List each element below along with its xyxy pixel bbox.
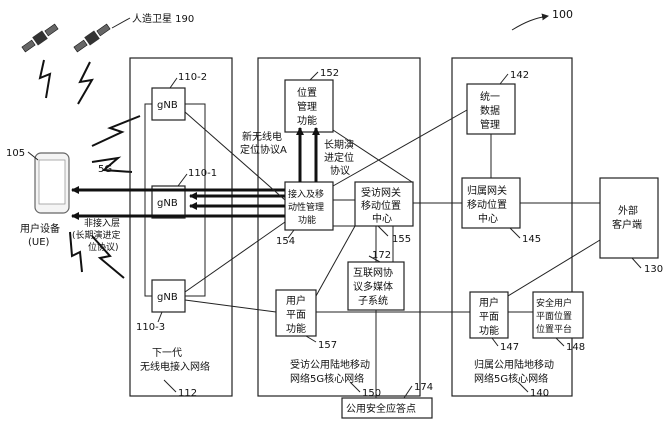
ims-ref: 172 bbox=[372, 250, 391, 261]
amf-ref: 154 bbox=[276, 236, 295, 247]
ims-l2: 议多媒体 bbox=[353, 280, 393, 293]
gnb-ref-1: 110-1 bbox=[188, 168, 217, 179]
upf-home-l2: 平面 bbox=[479, 312, 499, 323]
lte-protocol-label-3: 协议 bbox=[330, 164, 350, 177]
vgmlc-l2: 移动位置 bbox=[361, 199, 401, 212]
home-net-ref: 140 bbox=[530, 388, 549, 399]
nr-protocol-label-1: 新无线电 bbox=[242, 130, 282, 143]
lte-protocol-label-1: 长期演 bbox=[324, 138, 354, 151]
ue-ref: 105 bbox=[6, 148, 25, 159]
satellite-leader bbox=[111, 17, 131, 29]
external-client-l1: 外部 bbox=[618, 204, 638, 217]
slp-l1: 安全用户 bbox=[536, 297, 572, 309]
upf-visited-ref: 157 bbox=[318, 340, 337, 351]
hgmlc-l3: 中心 bbox=[478, 212, 498, 225]
hgmlc-l1: 归属网关 bbox=[467, 184, 507, 197]
satellite-icon bbox=[21, 23, 111, 53]
location-mgmt-box bbox=[284, 79, 334, 133]
wireless-link-icons bbox=[38, 59, 141, 279]
lte-protocol-label-2: 进定位 bbox=[324, 151, 354, 164]
upf-visited-l3: 功能 bbox=[286, 322, 306, 335]
radio-5g-label: 5G bbox=[98, 164, 112, 175]
ran-frame bbox=[129, 57, 233, 397]
figure-ref-arrow bbox=[511, 13, 549, 31]
gnb-ref-3: 110-3 bbox=[136, 322, 165, 333]
gnb-label-3: gNB bbox=[157, 292, 178, 303]
visited-net-ref: 150 bbox=[362, 388, 381, 399]
external-client-ref: 130 bbox=[644, 264, 663, 275]
psap-box bbox=[341, 397, 433, 419]
slp-l2: 平面位置 bbox=[536, 310, 572, 322]
external-client-l2: 客户端 bbox=[612, 218, 642, 231]
upf-home-ref: 147 bbox=[500, 342, 519, 353]
vgmlc-box bbox=[354, 181, 414, 227]
upf-visited-box bbox=[275, 289, 317, 337]
amf-l3: 功能 bbox=[298, 214, 316, 226]
figure-ref: 100 bbox=[552, 8, 573, 21]
gnb-label-1: gNB bbox=[157, 198, 178, 209]
udm-l2: 数据 bbox=[480, 104, 500, 117]
gnb-label-2: gNB bbox=[157, 100, 178, 111]
non-access-label-3: 位协议) bbox=[88, 241, 119, 253]
upf-home-box bbox=[469, 291, 509, 339]
visited-network-frame bbox=[257, 57, 421, 397]
upf-home-l1: 用户 bbox=[479, 296, 499, 309]
hgmlc-ref: 145 bbox=[522, 234, 541, 245]
location-mgmt-ref: 152 bbox=[320, 68, 339, 79]
udm-l1: 统一 bbox=[480, 90, 500, 103]
home-net-label-1: 归属公用陆地移动 bbox=[474, 358, 554, 371]
slp-box bbox=[532, 291, 584, 339]
upf-visited-l2: 平面 bbox=[286, 310, 306, 321]
nr-protocol-label-2: 定位协议A bbox=[240, 143, 287, 156]
hgmlc-box bbox=[461, 177, 521, 229]
ims-l1: 互联网协 bbox=[353, 266, 393, 279]
visited-net-label-2: 网络5G核心网络 bbox=[290, 372, 364, 385]
hgmlc-l2: 移动位置 bbox=[467, 198, 507, 211]
visited-net-label-1: 受访公用陆地移动 bbox=[290, 358, 370, 371]
udm-ref: 142 bbox=[510, 70, 529, 81]
ran-ref: 112 bbox=[178, 388, 197, 399]
ims-box bbox=[347, 261, 405, 311]
slp-ref: 148 bbox=[566, 342, 585, 353]
connection-lines bbox=[184, 109, 601, 398]
ran-label-2: 无线电接入网络 bbox=[140, 360, 210, 373]
location-mgmt-l1: 位置 bbox=[297, 86, 317, 99]
psap-label: 公用安全应答点 bbox=[346, 402, 416, 415]
gnb-box-3 bbox=[151, 279, 186, 313]
upf-visited-l1: 用户 bbox=[286, 294, 306, 307]
gnb-ref-2: 110-2 bbox=[178, 72, 207, 83]
ims-l3: 子系统 bbox=[358, 294, 388, 307]
ue-label-2: (UE) bbox=[28, 237, 50, 248]
non-access-label-1: 非接入层 bbox=[84, 217, 120, 229]
ue-label-1: 用户设备 bbox=[20, 222, 60, 235]
satellite-label: 人造卫星 190 bbox=[132, 12, 194, 25]
psap-ref: 174 bbox=[414, 382, 433, 393]
amf-l2: 动性管理 bbox=[288, 201, 324, 213]
ue-phone-icon bbox=[34, 152, 70, 214]
ran-label-1: 下一代 bbox=[152, 347, 182, 359]
vgmlc-ref: 155 bbox=[392, 234, 411, 245]
home-network-frame bbox=[451, 57, 573, 397]
udm-l3: 管理 bbox=[480, 118, 500, 131]
amf-box bbox=[284, 181, 334, 231]
non-access-label-2: (长期演进定 bbox=[72, 229, 121, 241]
home-net-label-2: 网络5G核心网络 bbox=[474, 372, 548, 385]
location-mgmt-l2: 管理 bbox=[297, 100, 317, 113]
vgmlc-l3: 中心 bbox=[372, 212, 392, 225]
upf-home-l3: 功能 bbox=[479, 324, 499, 337]
amf-l1: 接入及移 bbox=[288, 188, 324, 200]
slp-l3: 位置平台 bbox=[536, 323, 572, 335]
vgmlc-l1: 受访网关 bbox=[361, 186, 401, 199]
gnb-box-2 bbox=[151, 87, 186, 121]
location-mgmt-l3: 功能 bbox=[297, 114, 317, 127]
external-client-box bbox=[599, 177, 659, 259]
